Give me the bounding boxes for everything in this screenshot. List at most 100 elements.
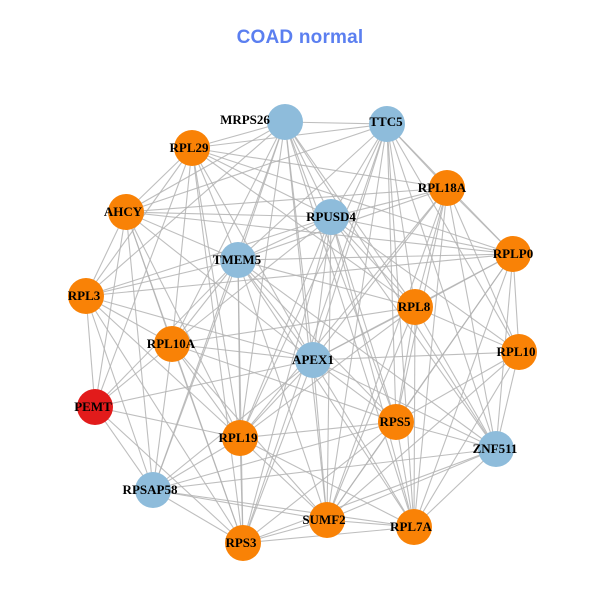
graph-edge — [386, 123, 416, 308]
graph-edge — [237, 259, 497, 450]
graph-edge — [125, 187, 448, 213]
graph-edge — [413, 448, 497, 528]
graph-node-rpl3[interactable] — [68, 278, 104, 314]
graph-edge — [239, 437, 328, 521]
graph-edge — [191, 147, 239, 261]
graph-node-tmem5[interactable] — [220, 242, 256, 278]
graph-edge — [312, 359, 328, 521]
graph-node-apex1[interactable] — [295, 342, 331, 378]
graph-node-rpl18a[interactable] — [429, 170, 465, 206]
graph-edge — [326, 351, 520, 521]
graph-edge — [85, 295, 96, 408]
graph-edge — [125, 121, 286, 213]
graph-edge — [125, 211, 239, 261]
graph-edge — [125, 123, 388, 213]
graph-edge — [191, 147, 241, 439]
node-layer — [68, 104, 537, 561]
graph-edge — [284, 121, 328, 521]
graph-edge — [239, 216, 332, 439]
graph-edge — [330, 216, 514, 255]
graph-edge — [326, 187, 448, 521]
graph-edge — [85, 216, 332, 297]
graph-node-znf511[interactable] — [478, 431, 514, 467]
graph-node-rpl10[interactable] — [501, 334, 537, 370]
graph-edge — [239, 187, 448, 439]
graph-edge — [191, 147, 514, 255]
graph-edge — [125, 211, 154, 491]
graph-edge — [239, 421, 397, 439]
graph-edge — [237, 259, 328, 521]
graph-node-ahcy[interactable] — [108, 194, 144, 230]
graph-node-pemt[interactable] — [77, 389, 113, 425]
graph-edge — [239, 437, 415, 528]
graph-edge — [171, 343, 314, 361]
graph-edge — [413, 351, 520, 528]
graph-edge — [330, 216, 397, 423]
graph-edge — [239, 306, 416, 439]
graph-edge — [386, 123, 497, 450]
graph-edge — [312, 216, 332, 361]
graph-edge — [85, 295, 154, 491]
graph-edge — [191, 147, 448, 189]
graph-edge — [171, 121, 286, 345]
graph-edge — [125, 211, 241, 439]
graph-edge — [191, 147, 244, 544]
graph-edge — [413, 306, 416, 528]
graph-edge — [330, 216, 415, 528]
graph-edge — [152, 489, 328, 521]
graph-edge — [414, 306, 520, 353]
graph-node-rps5[interactable] — [378, 404, 414, 440]
graph-node-rplp0[interactable] — [495, 236, 531, 272]
graph-node-rpl10a[interactable] — [154, 326, 190, 362]
graph-edge — [312, 306, 416, 361]
graph-edge — [284, 121, 415, 528]
graph-edge — [414, 306, 497, 450]
graph-edge — [395, 306, 416, 423]
graph-edge — [242, 448, 497, 544]
graph-node-rpl29[interactable] — [174, 130, 210, 166]
graph-edge — [237, 259, 416, 308]
graph-edge — [125, 211, 332, 218]
graph-edge — [242, 359, 314, 544]
graph-node-sumf2[interactable] — [309, 502, 345, 538]
graph-edge — [237, 123, 388, 261]
graph-edge — [242, 421, 397, 544]
graph-node-rpl19[interactable] — [222, 420, 258, 456]
graph-node-ttc5[interactable] — [369, 106, 405, 142]
graph-edge — [171, 306, 416, 345]
graph-edge — [326, 448, 497, 521]
graph-node-rps3[interactable] — [225, 525, 261, 561]
graph-edge — [312, 359, 497, 450]
graph-edge — [284, 121, 416, 308]
graph-node-rpl7a[interactable] — [396, 509, 432, 545]
graph-node-rpl8[interactable] — [397, 289, 433, 325]
graph-edge — [330, 216, 416, 308]
graph-edge — [239, 121, 286, 439]
graph-edge — [330, 123, 388, 218]
graph-edge — [326, 421, 397, 521]
graph-edge — [125, 211, 314, 361]
graph-edge — [312, 359, 415, 528]
graph-edge — [152, 448, 497, 491]
graph-edge — [171, 343, 244, 544]
graph-edge — [94, 406, 241, 439]
graph-edge — [85, 295, 244, 544]
graph-edge — [312, 351, 520, 361]
graph-node-rpsap58[interactable] — [135, 472, 171, 508]
graph-edge — [85, 295, 314, 361]
graph-edge — [414, 187, 448, 308]
graph-edge — [284, 121, 497, 450]
graph-edge — [85, 259, 239, 297]
graph-node-mrps26[interactable] — [267, 104, 303, 140]
graph-edge — [330, 216, 497, 450]
graph-edge — [386, 123, 520, 353]
graph-edge — [94, 359, 314, 408]
graph-edge — [191, 147, 332, 218]
graph-edge — [85, 253, 514, 297]
graph-edge — [94, 406, 244, 544]
graph-edge — [330, 216, 520, 353]
graph-node-rpusd4[interactable] — [313, 199, 349, 235]
graph-edge — [237, 259, 415, 528]
graph-edge — [242, 216, 332, 544]
